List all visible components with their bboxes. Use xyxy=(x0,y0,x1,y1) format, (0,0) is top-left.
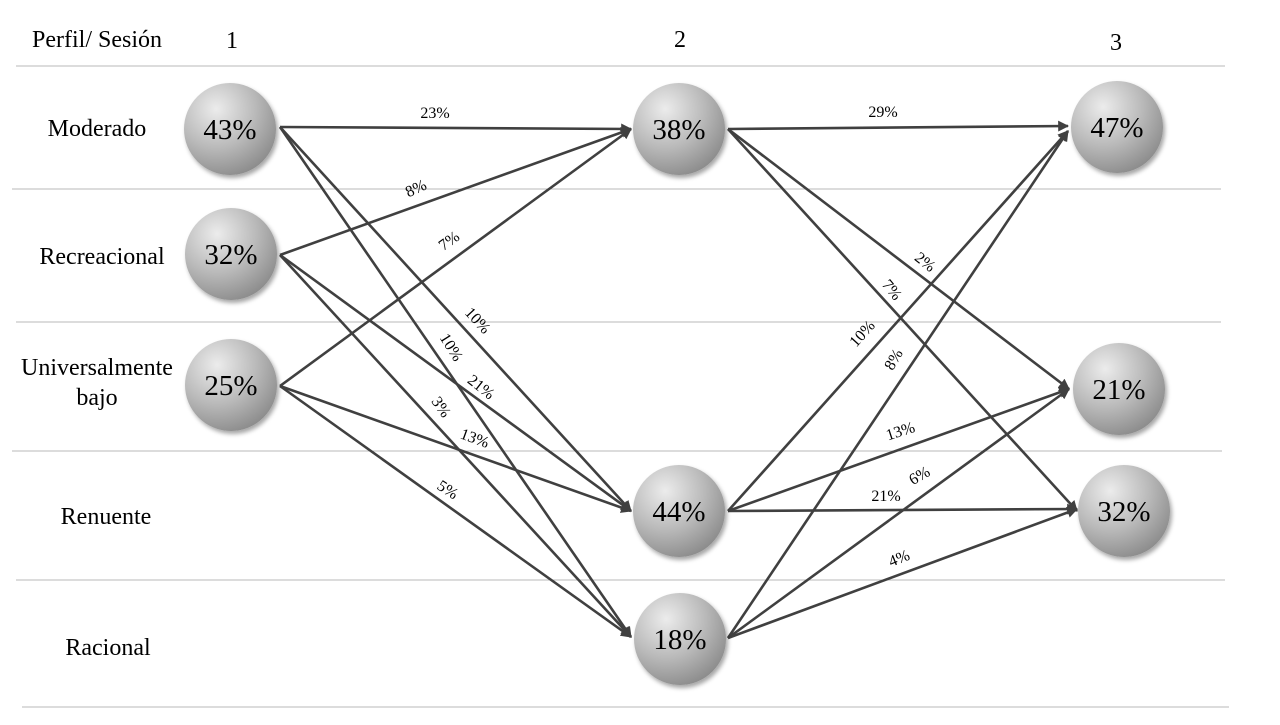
edge-label-s1_moderado-to-s2_renuente: 10% xyxy=(461,304,493,337)
arrow-s1_moderado-to-s2_moderado xyxy=(279,123,633,135)
session-3-header: 3 xyxy=(1110,30,1122,56)
edge-label-s2_racional-to-s3_renuente: 4% xyxy=(886,547,912,571)
node-circle xyxy=(185,208,277,300)
node-s3_universal: 21% xyxy=(1073,343,1165,435)
row-label-recreacional: Recreacional xyxy=(39,244,165,270)
node-circle xyxy=(633,83,725,175)
arrow-s1_moderado-to-s2_renuente xyxy=(279,126,632,512)
edge-label-s2_renuente-to-s3_renuente: 21% xyxy=(871,488,900,505)
node-value: 21% xyxy=(1092,374,1145,406)
edge-label-s1_recreacional-to-s2_moderado: 8% xyxy=(403,177,430,201)
profile-session-header: Perfil/ Sesión xyxy=(32,27,162,53)
edge-label-s1_moderado-to-s2_moderado: 23% xyxy=(420,105,449,122)
arrow-s2_racional-to-s3_renuente xyxy=(727,507,1079,640)
node-value: 47% xyxy=(1090,112,1143,144)
row-label-line: bajo xyxy=(76,385,117,411)
node-value: 25% xyxy=(204,370,257,402)
arrow-s1_recreacional-to-s2_renuente xyxy=(279,253,632,513)
node-circle xyxy=(1078,465,1170,557)
row-label-universal: Universalmente bajo xyxy=(21,355,173,411)
arrow-s1_universal-to-s2_renuente xyxy=(279,384,633,513)
row-label-moderado: Moderado xyxy=(48,116,147,142)
row-label-line: Racional xyxy=(65,635,151,661)
arrow-s1_recreacional-to-s2_moderado xyxy=(279,127,633,257)
row-separators xyxy=(12,65,1229,708)
node-value: 18% xyxy=(653,624,706,656)
row-label-renuente: Renuente xyxy=(61,504,152,530)
arrow-s1_universal-to-s2_racional xyxy=(279,384,632,639)
header-row: Perfil/ Sesión 1 2 3 xyxy=(32,27,1122,56)
arrow-s2_moderado-to-s3_universal xyxy=(727,127,1070,391)
edge-label-s1_universal-to-s2_renuente: 13% xyxy=(458,426,491,452)
edge-label-s1_universal-to-s2_moderado: 7% xyxy=(436,228,463,254)
node-s3_renuente: 32% xyxy=(1078,465,1170,557)
node-value: 38% xyxy=(652,114,705,146)
edge-label-s2_racional-to-s3_moderado: 8% xyxy=(881,346,906,373)
arrow-s2_racional-to-s3_universal xyxy=(727,387,1070,640)
node-value: 43% xyxy=(203,114,256,146)
session-2-header: 2 xyxy=(674,27,686,53)
arrow-s1_universal-to-s2_moderado xyxy=(279,127,632,388)
node-circle xyxy=(634,593,726,685)
node-s3_moderado: 47% xyxy=(1071,81,1163,173)
row-label-line: Recreacional xyxy=(39,244,165,270)
node-s2_moderado: 38% xyxy=(633,83,725,175)
arrow-s2_racional-to-s3_moderado xyxy=(726,130,1070,639)
row-label-line: Moderado xyxy=(48,116,147,142)
edge-label-s2_renuente-to-s3_universal: 13% xyxy=(884,419,917,444)
node-value: 32% xyxy=(204,239,257,271)
edge-label-s1_recreacional-to-s2_renuente: 21% xyxy=(464,372,498,403)
edge-label-s2_moderado-to-s3_renuente: 7% xyxy=(878,277,905,304)
session-1-header: 1 xyxy=(226,28,238,54)
node-s1_universal: 25% xyxy=(185,339,277,431)
row-label-line: Renuente xyxy=(61,504,152,530)
row-label-line: Universalmente xyxy=(21,355,173,381)
row-label-racional: Racional xyxy=(65,635,151,661)
node-circle xyxy=(633,465,725,557)
edge-label-s2_racional-to-s3_universal: 6% xyxy=(906,463,933,488)
arrow-s2_renuente-to-s3_universal xyxy=(727,387,1071,513)
arrow-s2_moderado-to-s3_moderado xyxy=(727,120,1070,132)
node-s2_racional: 18% xyxy=(634,593,726,685)
node-s1_recreacional: 32% xyxy=(185,208,277,300)
node-value: 32% xyxy=(1097,496,1150,528)
node-circle xyxy=(184,83,276,175)
profile-nodes: 43% 32% 25% 38% 44% 18% 47% 21% 32% xyxy=(184,81,1170,685)
transition-arrows xyxy=(278,120,1079,640)
edge-label-s2_moderado-to-s3_moderado: 29% xyxy=(868,104,897,121)
arrow-s2_renuente-to-s3_moderado xyxy=(727,130,1069,512)
arrow-s1_recreacional-to-s2_racional xyxy=(279,254,632,638)
node-circle xyxy=(1073,343,1165,435)
arrow-s2_moderado-to-s3_renuente xyxy=(727,128,1078,512)
node-value: 44% xyxy=(652,496,705,528)
node-circle xyxy=(1071,81,1163,173)
node-s2_renuente: 44% xyxy=(633,465,725,557)
node-s1_moderado: 43% xyxy=(184,83,276,175)
node-circle xyxy=(185,339,277,431)
edge-label-s1_recreacional-to-s2_racional: 3% xyxy=(428,394,454,421)
